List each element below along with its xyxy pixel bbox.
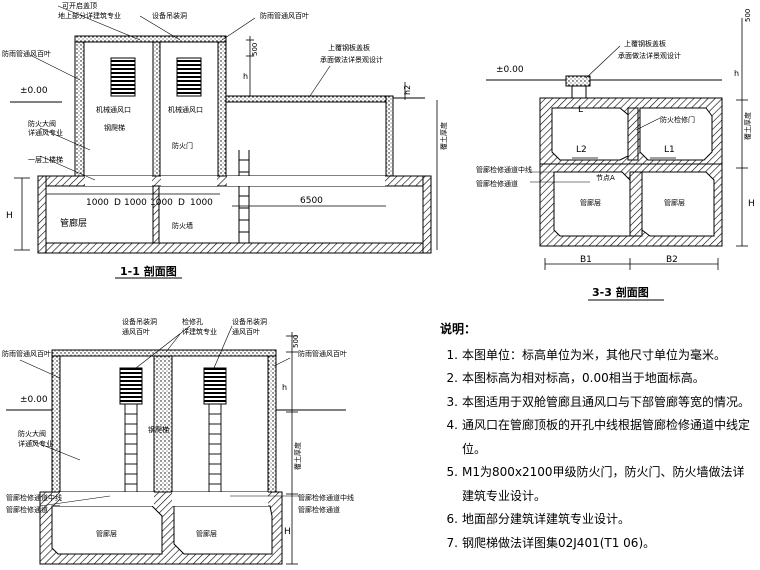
section-2-2-text: 设备吊装洞 通风百叶 检修孔 详建筑专业 设备吊装洞 通风百叶 防雨管通风百叶 …: [2, 317, 354, 538]
room-vent-1: 机械通风口: [96, 105, 131, 114]
section-2-2: [6, 325, 346, 565]
title-1-1: 1-1 剖面图: [120, 264, 177, 278]
callout-22-damper-1: 防火大阀: [18, 429, 46, 438]
dim-500-22: 500: [292, 335, 300, 348]
section-3-3-text: 上覆钢板盖板 承面做法详景观设计 ±0.00 L L2 L1 防火检修门 节点A…: [476, 9, 755, 299]
dim-1000-b: 1000: [124, 198, 147, 208]
note-item: 4.通风口在管廊顶板的开孔中线根据管廊检修通道中线定位。: [446, 418, 751, 456]
callout-damper-1: 防火大阀: [28, 119, 56, 128]
callout-plate-33-1: 上覆钢板盖板: [624, 39, 666, 48]
title-3-3: 3-3 剖面图: [592, 285, 649, 299]
room-vent-2: 机械通风口: [168, 105, 203, 114]
callout-22-hoist-2: 设备吊装洞: [232, 317, 267, 326]
elev-zero-33: ±0.00: [496, 65, 524, 75]
cell-22-2: 管廊层: [196, 529, 217, 538]
dim-H-22: H: [284, 527, 291, 537]
dim-B2: B2: [666, 255, 678, 265]
callout-damper-2: 详通风专业: [28, 128, 63, 137]
callout-22-hoist-1: 设备吊装洞: [122, 317, 157, 326]
callout-louver-left: 防雨管通风百叶: [2, 49, 51, 58]
cell-33-2: 管廊层: [664, 198, 685, 207]
note-item: 7.钢爬梯做法详图集02J401(T1 06)。: [446, 535, 656, 550]
callout-22-axis-l: 管廊检修通道中线: [6, 493, 62, 502]
dim-depth: 覆土厚度: [439, 122, 448, 150]
dim-1000-d: 1000: [190, 198, 213, 208]
room-fire-door: 防火门: [172, 141, 193, 150]
dim-depth-22: 覆土厚度: [293, 442, 302, 470]
notes-block: 说明： 1.本图单位：标高单位为米，其他尺寸单位为毫米。 2.本图标高为相对标高…: [440, 318, 758, 555]
gallery-label: 管廊层: [60, 217, 87, 229]
ladder-1-1: [238, 150, 250, 245]
firewall-label: 防火墙: [172, 221, 193, 230]
note-item: 3.本图适用于双舱管廊且通风口与下部管廊等宽的情况。: [446, 394, 751, 409]
notes-title: 说明：: [440, 322, 477, 336]
callout-cover-1: 可开启盖顶: [62, 1, 97, 10]
dim-h-22: h: [282, 383, 287, 392]
label-L1: L1: [664, 145, 675, 155]
callout-cover-2: 地上部分详建筑专业: [58, 11, 121, 20]
callout-22-louver-1: 通风百叶: [122, 327, 150, 336]
label-L: L: [578, 105, 583, 115]
callout-22-hatch-1: 检修孔: [182, 317, 203, 326]
dim-h-33: h: [734, 69, 739, 78]
callout-louver-top: 防雨管通风百叶: [260, 11, 309, 20]
dim-H: H: [6, 211, 13, 221]
callout-22-left-louver: 防雨管通风百叶: [2, 349, 51, 358]
label-door: 防火检修门: [660, 115, 695, 124]
callout-plate-2: 承面做法详景观设计: [320, 55, 383, 64]
note-item: 1.本图单位：标高单位为米，其他尺寸单位为毫米。: [446, 347, 727, 362]
section-1-1: [10, 5, 438, 254]
callout-22-rainlouver: 防雨管通风百叶: [298, 349, 347, 358]
section-3-3: [486, 18, 748, 270]
note-item: 建筑专业设计。: [462, 488, 547, 503]
callout-plate-33-2: 承面做法详景观设计: [618, 51, 681, 60]
callout-stair: 一层上楼梯: [28, 155, 63, 164]
dim-h: h: [243, 72, 248, 81]
note-item: 2.本图标高为相对标高，0.00相当于地面标高。: [446, 371, 705, 385]
dim-depth-33: 覆土厚度: [743, 112, 752, 140]
callout-22-axis-r: 管廊检修通道中线: [298, 493, 354, 502]
dim-500-33: 500: [744, 9, 752, 22]
room-stair: 钢爬梯: [104, 123, 125, 132]
label-node-a: 节点A: [596, 174, 615, 182]
callout-22-hatch-2: 详建筑专业: [182, 327, 217, 336]
label-L2: L2: [576, 145, 587, 155]
dim-H-33: H: [748, 199, 755, 209]
note-item: 6.地面部分建筑详建筑专业设计。: [446, 512, 631, 526]
elev-zero: ±0.00: [20, 86, 48, 96]
elev-zero-22: ±0.00: [20, 395, 48, 405]
callout-axis-33: 管廊检修通道中线: [476, 165, 532, 174]
callout-plate-1: 上覆钢板盖板: [328, 43, 370, 52]
callout-hoist: 设备吊装洞: [152, 11, 187, 20]
dim-1000-c: 1000: [150, 198, 173, 208]
callout-22-path-r: 管廊检修通道: [298, 505, 340, 514]
dim-h2: h2: [403, 85, 412, 95]
note-item: 5.M1为800x2100甲级防火门，防火门、防火墙做法详: [446, 465, 745, 479]
callout-22-path-l: 管廊检修通道: [6, 505, 48, 514]
dim-d-b: D: [178, 198, 185, 208]
callout-path-33: 管廊检修通道: [476, 179, 518, 188]
dim-1000-a: 1000: [86, 198, 109, 208]
callout-22-damper-2: 详通风专业: [18, 439, 53, 448]
dim-500: 500: [251, 43, 259, 56]
section-1-1-text: 可开启盖顶 地上部分详建筑专业 设备吊装洞 防雨管通风百叶 防雨管通风百叶 ±0…: [2, 1, 448, 278]
dim-B1: B1: [580, 255, 592, 265]
room-22-stair: 钢爬梯: [148, 425, 169, 434]
cell-22-1: 管廊层: [96, 529, 117, 538]
dim-d-a: D: [114, 198, 121, 208]
cell-33-1: 管廊层: [580, 198, 601, 207]
dim-6500: 6500: [300, 196, 323, 206]
callout-22-louver-2: 通风百叶: [232, 327, 260, 336]
